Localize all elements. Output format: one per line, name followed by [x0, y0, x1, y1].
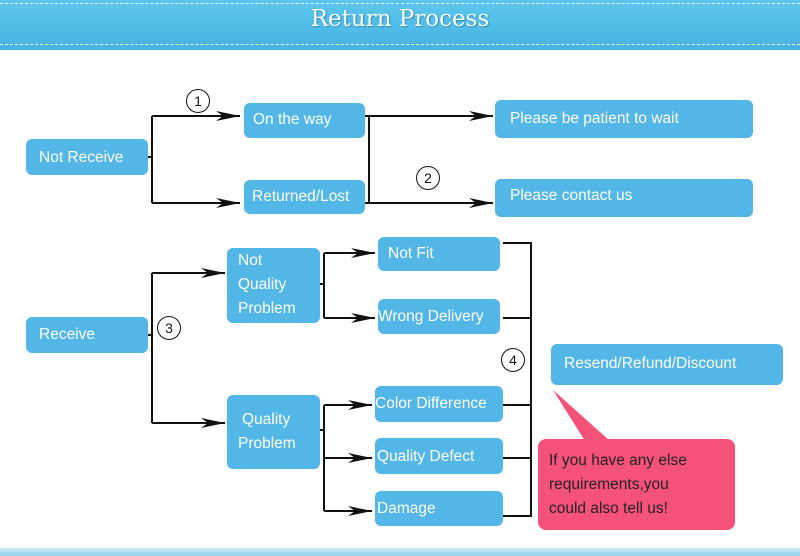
page-title: Return Process: [310, 6, 490, 32]
note-callout: If you have any else requirements,you co…: [538, 439, 735, 530]
step-marker-4: 4: [501, 348, 525, 372]
node-label-line: Problem: [238, 300, 296, 317]
node-label-line: Not: [238, 252, 263, 269]
step-marker-1: 1: [186, 89, 210, 113]
node-label-line: Quality: [238, 276, 287, 293]
node-not-fit: Not Fit: [378, 237, 500, 271]
node-be-patient: Please be patient to wait: [495, 100, 753, 138]
node-quality-problem: Quality Problem: [227, 395, 320, 469]
note-line: If you have any else: [549, 452, 687, 469]
node-not-quality-problem: Not Quality Problem: [227, 248, 320, 323]
footer-bar: [0, 548, 800, 556]
header-stitch-bottom: [0, 44, 800, 45]
node-label-line: Problem: [238, 435, 296, 452]
header-banner: Return Process: [0, 0, 800, 50]
node-damage: Damage: [375, 491, 503, 526]
header-stitch-top: [0, 3, 800, 4]
node-label-line: Quality: [242, 411, 291, 428]
note-line: could also tell us!: [549, 500, 668, 517]
node-not-receive: Not Receive: [26, 139, 148, 175]
node-wrong-delivery: Wrong Delivery: [378, 299, 500, 334]
node-contact-us: Please contact us: [495, 179, 753, 217]
node-quality-defect: Quality Defect: [375, 438, 503, 474]
node-on-the-way: On the way: [244, 103, 365, 138]
node-color-difference: Color Difference: [375, 386, 503, 422]
node-resend-refund-discount: Resend/Refund/Discount: [551, 344, 783, 385]
note-pointer: [553, 390, 610, 441]
node-receive: Receive: [26, 317, 148, 353]
node-returned-lost: Returned/Lost: [244, 180, 365, 214]
step-marker-2: 2: [416, 166, 440, 190]
step-marker-3: 3: [157, 316, 181, 340]
note-line: requirements,you: [549, 476, 669, 493]
